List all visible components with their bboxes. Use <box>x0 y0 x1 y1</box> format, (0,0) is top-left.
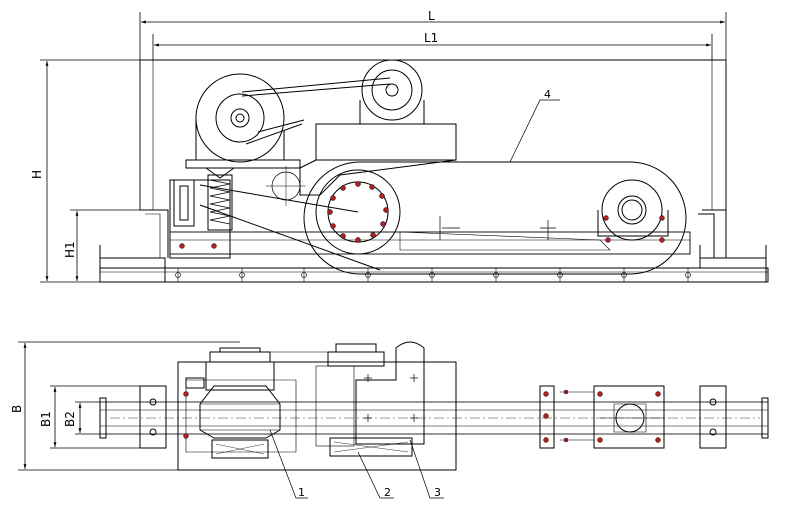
top-view-bolts <box>183 389 661 443</box>
dimension-lines <box>18 12 727 471</box>
callout-1: 1 <box>298 486 305 499</box>
dim-label-B2: B2 <box>63 411 77 427</box>
spring-assembly <box>173 167 236 231</box>
dim-label-B: B <box>10 405 24 413</box>
dim-label-B1: B1 <box>39 411 53 427</box>
callout-2: 2 <box>384 486 391 499</box>
leader-4 <box>509 99 560 163</box>
callout-4: 4 <box>544 88 551 101</box>
leader-1 <box>269 429 308 499</box>
disc-bolts <box>327 181 389 243</box>
bearing-housing <box>355 341 425 445</box>
motor-pulley <box>195 73 285 163</box>
dim-label-L: L <box>428 9 435 23</box>
conveyor-loop <box>303 161 687 275</box>
dim-label-L1: L1 <box>424 31 438 45</box>
base-bolts <box>175 268 691 282</box>
drive-pulley <box>361 59 423 121</box>
dim-label-H: H <box>30 170 44 179</box>
cover-outline <box>139 59 727 210</box>
eccentric-disc <box>315 169 401 255</box>
top-view <box>99 341 769 499</box>
leader-3 <box>409 439 444 499</box>
tail-pulley <box>601 179 663 241</box>
main-plate <box>177 361 457 471</box>
leader-2 <box>357 451 394 499</box>
base-beam <box>99 267 769 283</box>
callout-3: 3 <box>434 486 441 499</box>
dim-label-H1: H1 <box>63 241 77 258</box>
front-view <box>99 59 769 283</box>
